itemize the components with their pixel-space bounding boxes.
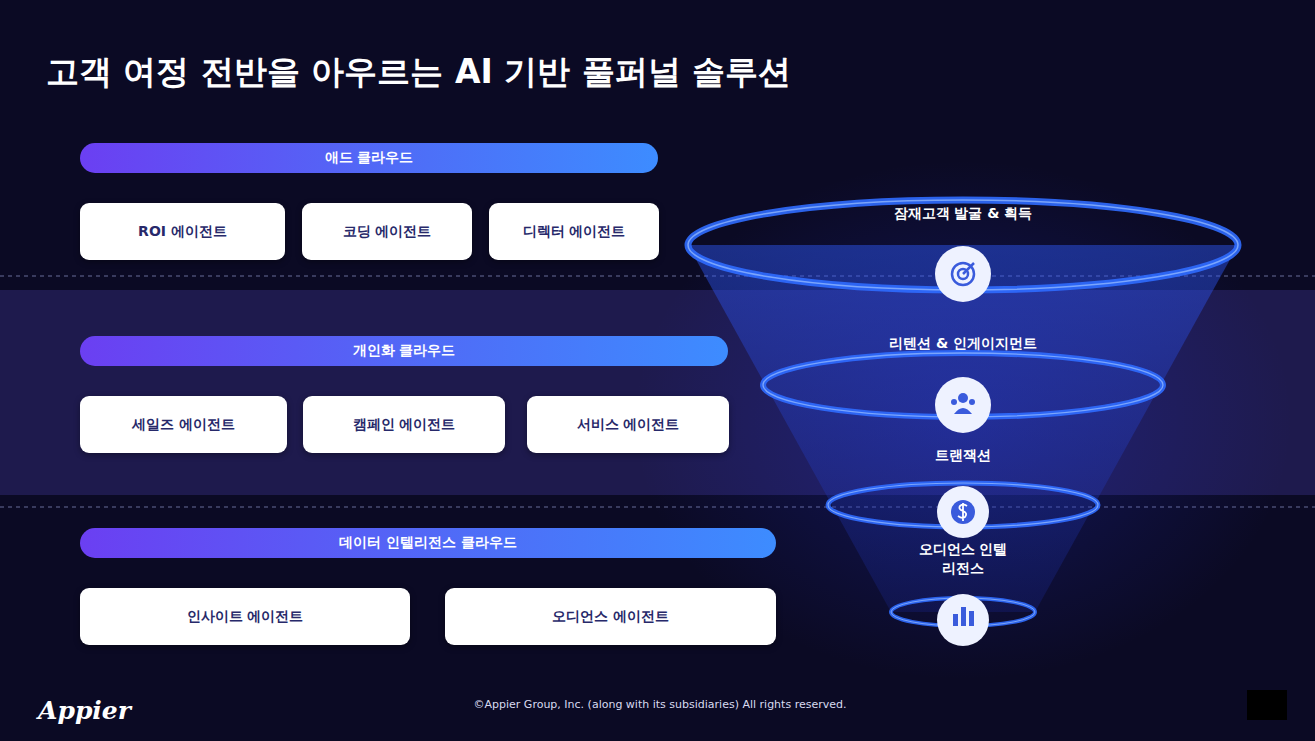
node-text: 오디언스 에이전트	[552, 608, 669, 626]
node-text: 캠페인 에이전트	[353, 416, 456, 434]
agent-box: 캠페인 에이전트	[303, 396, 505, 453]
dollar-icon	[937, 486, 989, 538]
funnel-stage-label: 오디언스 인텔리전스	[918, 540, 1008, 578]
decoration	[937, 594, 989, 646]
node-text: 개인화 클라우드	[353, 342, 456, 360]
people-icon	[935, 377, 991, 433]
funnel-cone	[688, 245, 1238, 612]
decoration	[952, 263, 974, 285]
copyright-note: ©Appier Group, Inc. (along with its subs…	[380, 698, 940, 713]
cloud-header: 애드 클라우드	[80, 143, 658, 173]
decoration	[969, 399, 975, 405]
decoration	[935, 377, 991, 433]
agent-box: 세일즈 에이전트	[80, 396, 287, 453]
cloud-header: 개인화 클라우드	[80, 336, 728, 366]
node-text: ROI 에이전트	[138, 223, 227, 241]
node-text: 코딩 에이전트	[343, 223, 432, 241]
agent-box: 오디언스 에이전트	[445, 588, 776, 645]
decoration	[951, 500, 975, 524]
decoration	[969, 611, 974, 626]
decoration	[953, 614, 958, 626]
agent-box: 디렉터 에이전트	[489, 203, 659, 260]
decoration	[961, 607, 966, 626]
funnel-stage-label: 트랜잭션	[903, 446, 1023, 465]
node-text: 세일즈 에이전트	[132, 416, 235, 434]
agent-box: ROI 에이전트	[80, 203, 285, 260]
decoration	[937, 486, 989, 538]
node-text: 서비스 에이전트	[577, 416, 680, 434]
agent-box: 서비스 에이전트	[527, 396, 729, 453]
corner-block	[1247, 690, 1287, 720]
node-text: 애드 클라우드	[325, 149, 414, 167]
agent-box: 인사이트 에이전트	[80, 588, 410, 645]
node-text: 데이터 인텔리전스 클라우드	[339, 534, 517, 552]
bar-chart-icon	[937, 594, 989, 646]
decoration	[951, 399, 957, 405]
target-icon	[935, 246, 991, 302]
agent-box: 코딩 에이전트	[302, 203, 472, 260]
decoration	[954, 408, 972, 414]
decoration	[958, 503, 967, 521]
node-text: 디렉터 에이전트	[523, 223, 626, 241]
decoration	[935, 246, 991, 302]
node-text: 인사이트 에이전트	[187, 608, 304, 626]
funnel-stage-label: 잠재고객 발굴 & 획득	[863, 204, 1063, 223]
decoration	[963, 263, 974, 274]
slide-title: 고객 여정 전반을 아우르는 AI 기반 풀퍼널 솔루션	[46, 50, 791, 95]
cloud-header: 데이터 인텔리전스 클라우드	[80, 528, 776, 558]
funnel-stage-label: 리텐션 & 인게이지먼트	[853, 334, 1073, 353]
brand-logo: Appier	[38, 694, 158, 728]
decoration	[958, 393, 968, 403]
